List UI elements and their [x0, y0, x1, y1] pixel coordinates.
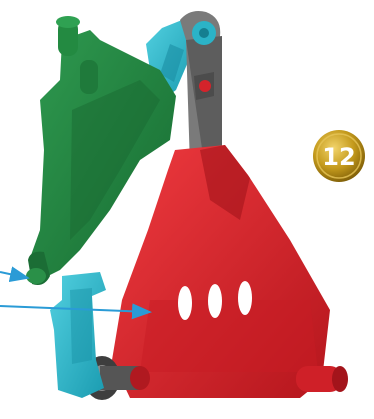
- grey-hinge-link: [180, 11, 222, 166]
- step-badge: 12: [313, 130, 365, 182]
- red-triangle-panel: [112, 145, 348, 398]
- cyan-clip: [50, 272, 106, 398]
- arrow-upper: [0, 272, 28, 278]
- step-number: 12: [322, 143, 355, 171]
